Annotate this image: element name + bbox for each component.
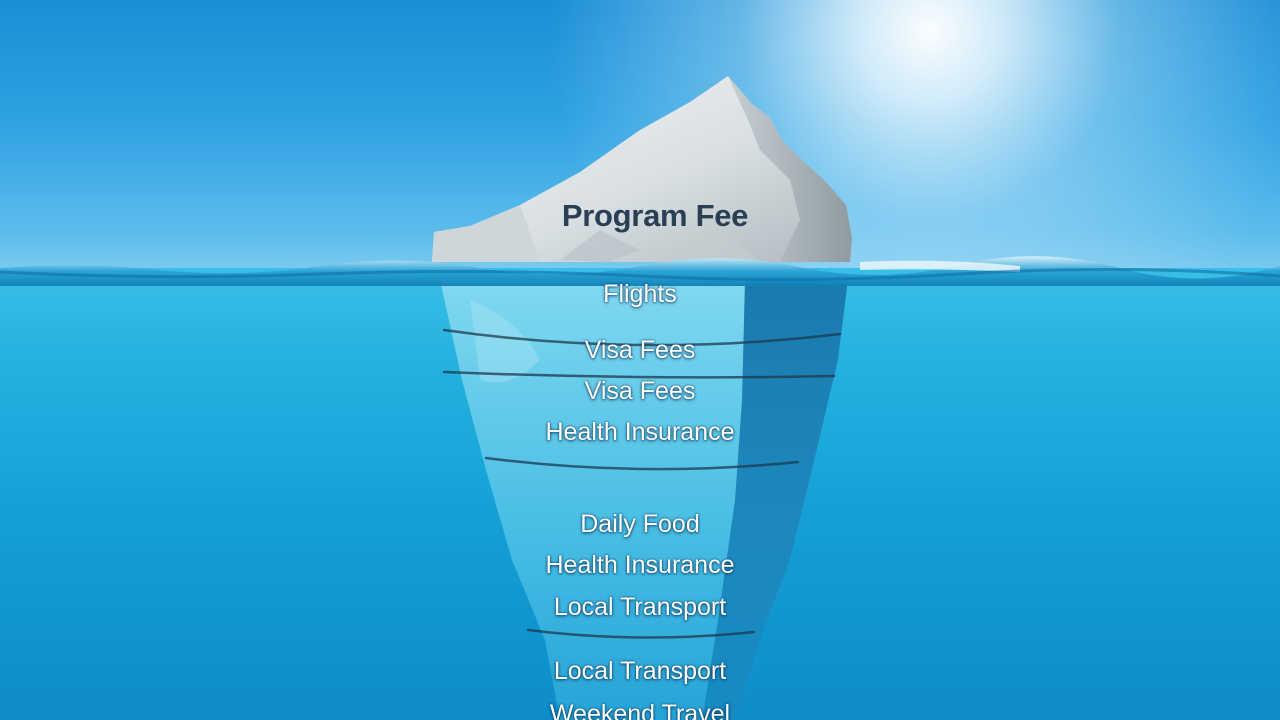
strata-line bbox=[484, 456, 800, 471]
iceberg-tip bbox=[432, 76, 852, 262]
iceberg-underwater bbox=[440, 280, 848, 720]
hidden-label: Health Insurance bbox=[545, 551, 735, 579]
strata-line bbox=[442, 328, 842, 347]
strata-line bbox=[526, 628, 756, 639]
hidden-label: Daily Food bbox=[580, 510, 700, 538]
hidden-label: Local Transport bbox=[553, 593, 727, 621]
tip-label: Program Fee bbox=[561, 198, 749, 233]
hidden-label: Flights bbox=[603, 280, 677, 308]
strata-line bbox=[442, 370, 836, 379]
hidden-label: Weekend Travel bbox=[549, 700, 731, 720]
hidden-label: Health Insurance bbox=[545, 418, 735, 446]
hidden-label: Local Transport bbox=[553, 657, 727, 685]
hidden-label: Visa Fees bbox=[584, 377, 696, 405]
strata-lines bbox=[442, 328, 842, 639]
hidden-label: Visa Fees bbox=[584, 336, 696, 364]
waterline bbox=[0, 256, 1280, 286]
